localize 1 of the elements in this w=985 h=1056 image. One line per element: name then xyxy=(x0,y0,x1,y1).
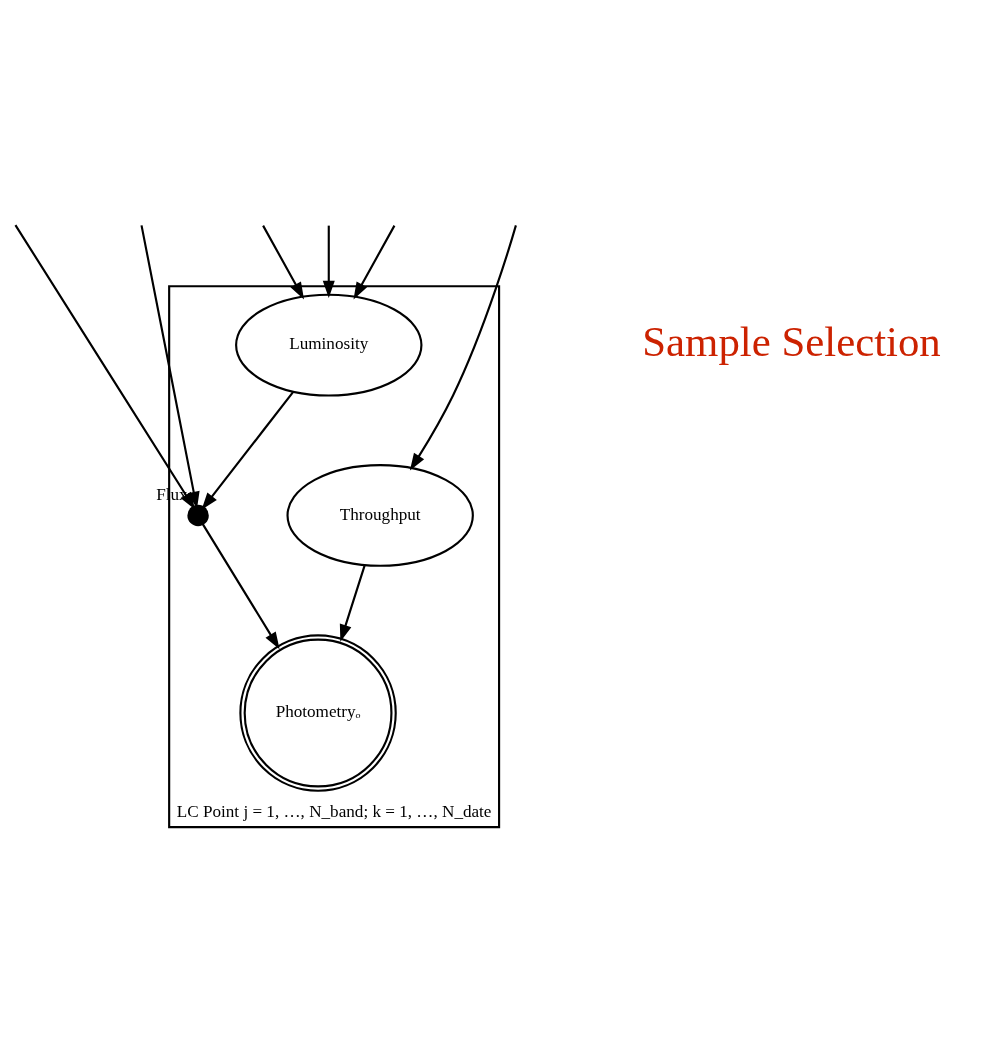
label: Sample Selection xyxy=(642,317,941,365)
